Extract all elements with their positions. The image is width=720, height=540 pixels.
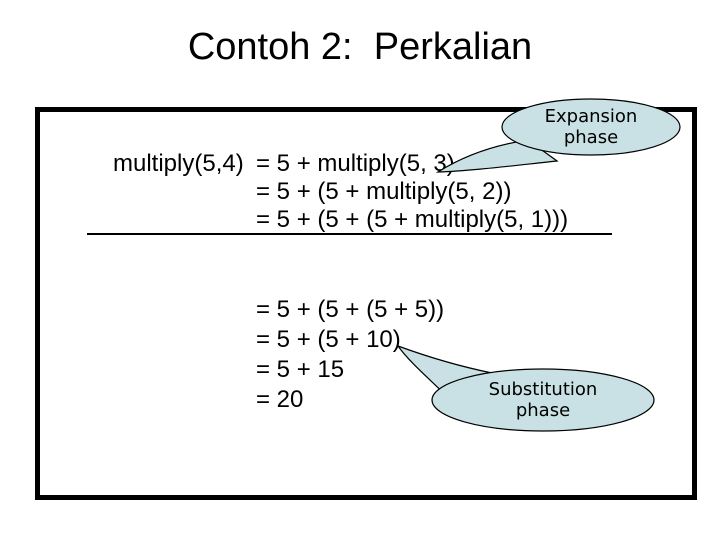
- expansion-callout-label: Expansion phase: [544, 106, 638, 148]
- equation-line: = 5 + multiply(5, 3): [256, 150, 455, 177]
- equation-line: = 5 + (5 + (5 + multiply(5, 1))): [256, 206, 569, 233]
- equation-line: = 5 + (5 + 10): [256, 326, 401, 353]
- equation-line: = 20: [256, 386, 304, 413]
- divider-line: [87, 233, 612, 235]
- substitution-callout-label: Substitution phase: [488, 379, 598, 421]
- substitution-callout: [396, 344, 655, 432]
- equation-line: = 5 + (5 + (5 + 5)): [256, 296, 445, 323]
- expansion-callout: [435, 98, 681, 173]
- equation-line: = 5 + 15: [256, 356, 345, 383]
- speech-bubble-ellipse: [431, 368, 655, 432]
- expansion-equations: = 5 + multiply(5, 3)= 5 + (5 + multiply(…: [256, 150, 568, 234]
- slide-title: Contoh 2: Perkalian: [187, 26, 533, 68]
- substitution-equations: = 5 + (5 + (5 + 5)) = 5 + (5 + 10) = 5 + 1…: [256, 295, 444, 415]
- recursion-call-label: multiply(5,4): [113, 150, 244, 177]
- equation-line: = 5 + (5 + multiply(5, 2)): [256, 178, 512, 205]
- content-box: [35, 107, 697, 500]
- speech-bubble-tail: [435, 139, 559, 173]
- speech-bubble-ellipse: [501, 98, 681, 156]
